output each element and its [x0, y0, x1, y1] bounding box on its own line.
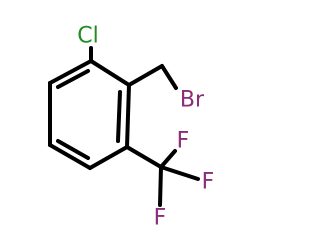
atom-label-fluorine-bottom: F — [154, 206, 167, 231]
atom-label-chlorine: Cl — [77, 24, 98, 49]
double-bond-inner-c4-c5 — [56, 139, 90, 160]
bond-cf3-f-bottom — [158, 165, 163, 207]
bond-ch2-br — [160, 64, 178, 90]
bond-c2-ch2 — [127, 64, 164, 87]
bond-ring-c6-c1 — [48, 59, 93, 85]
atom-label-bromine: Br — [180, 88, 205, 113]
atom-label-fluorine-right: F — [202, 170, 215, 195]
bond-ring-c4-c5 — [48, 143, 92, 170]
atom-label-fluorine-top: F — [177, 129, 190, 154]
double-bond-inner-c2-c3 — [116, 90, 122, 143]
double-bond-inner-c1-c6 — [56, 69, 90, 89]
bond-cf3-f-top — [159, 149, 177, 169]
bond-ring-c3-c4 — [88, 145, 129, 170]
bond-c3-cf3 — [125, 145, 163, 169]
bond-cf3-f-right — [159, 165, 200, 181]
structure-canvas: Cl Br F F F — [48, 23, 215, 231]
benzene-ring — [48, 59, 131, 170]
bond-ring-c2-c3 — [125, 83, 131, 149]
molecule-structure: Cl Br F F F — [48, 24, 215, 231]
bond-ring-c1-c2 — [89, 59, 131, 87]
